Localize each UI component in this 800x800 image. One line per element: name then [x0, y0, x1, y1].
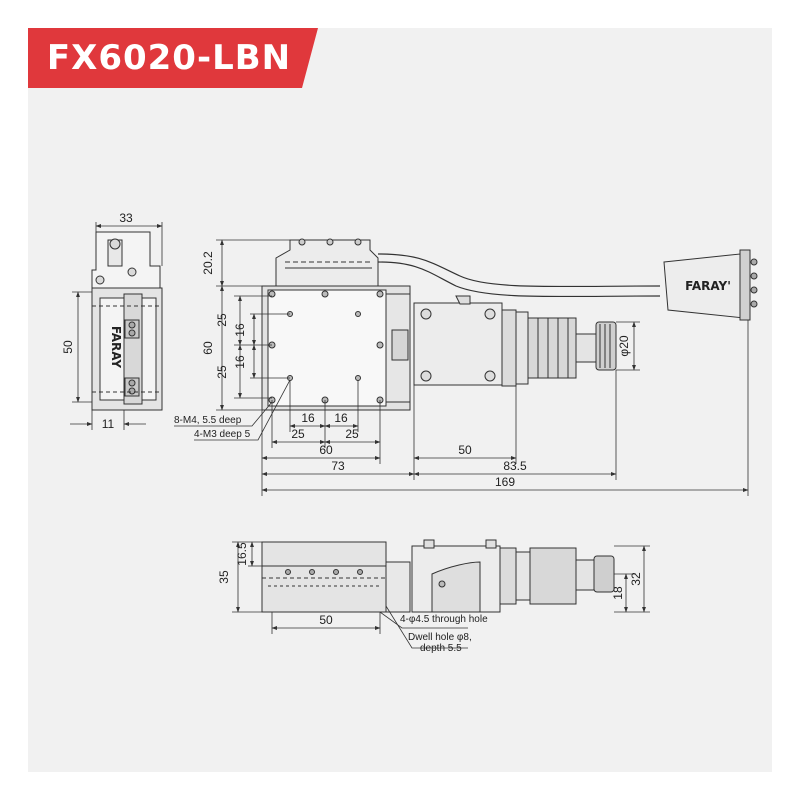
- dim-front-top: 16.5: [235, 542, 249, 566]
- page-title: FX6020-LBN: [46, 38, 292, 78]
- note-dwell-hole: Dwell hole φ8,: [408, 632, 472, 643]
- stage-table: [267, 289, 387, 407]
- dim-bracket-width: 50: [458, 443, 472, 457]
- dim-body-width: 60: [319, 443, 333, 457]
- note-m4-holes: 8-M4, 5.5 deep: [174, 415, 242, 426]
- banner-shape: [28, 28, 318, 88]
- brand-label-side: FARAY: [109, 326, 123, 368]
- front-stage: [261, 541, 387, 613]
- dim-hole-h-a: 16: [301, 411, 315, 425]
- dim-knob-diameter: φ20: [617, 335, 631, 356]
- dim-motor-length: 83.5: [503, 459, 527, 473]
- knob: [595, 321, 617, 371]
- note-through-hole: 4-φ4.5 through hole: [400, 614, 488, 625]
- annotation-notes: 8-M4, 5.5 deep 4-M3 deep 5 4-φ4.5 throug…: [174, 415, 488, 654]
- dim-hole-h-d: 25: [345, 427, 359, 441]
- note-m3-holes: 4-M3 deep 5: [194, 429, 251, 440]
- dim-stage-plus: 73: [331, 459, 345, 473]
- dim-front-width: 50: [319, 613, 333, 627]
- dim-side-width: 33: [119, 211, 133, 225]
- front-view: [261, 539, 615, 613]
- dim-side-height: 50: [61, 340, 75, 354]
- dim-top-extension: 20.2: [201, 251, 215, 275]
- dim-front-height: 35: [217, 570, 231, 584]
- dim-total-length: 169: [495, 475, 515, 489]
- dim-front-knob-height: 18: [611, 586, 625, 600]
- dim-side-offset: 11: [102, 417, 115, 431]
- top-view: [261, 238, 758, 411]
- dim-hole-v-b: 25: [215, 365, 229, 379]
- title-banner: [28, 28, 318, 88]
- dimension-labels: 33 50 11 20.2 60 25 25 16 16 16 16 25 25…: [61, 211, 643, 627]
- brand-label-connector: FARAY': [685, 279, 731, 293]
- dim-hole-v-a: 25: [215, 313, 229, 327]
- dim-hole-v-d: 16: [233, 355, 247, 369]
- motor: [527, 317, 577, 379]
- dim-hole-h-c: 25: [291, 427, 305, 441]
- side-view: [91, 231, 163, 411]
- dim-body-height: 60: [201, 341, 215, 355]
- dim-hole-h-b: 16: [334, 411, 348, 425]
- note-dwell-depth: depth 5.5: [420, 643, 462, 654]
- dim-hole-v-c: 16: [233, 323, 247, 337]
- dim-front-right-height: 32: [629, 572, 643, 586]
- dimension-lines: [70, 222, 749, 649]
